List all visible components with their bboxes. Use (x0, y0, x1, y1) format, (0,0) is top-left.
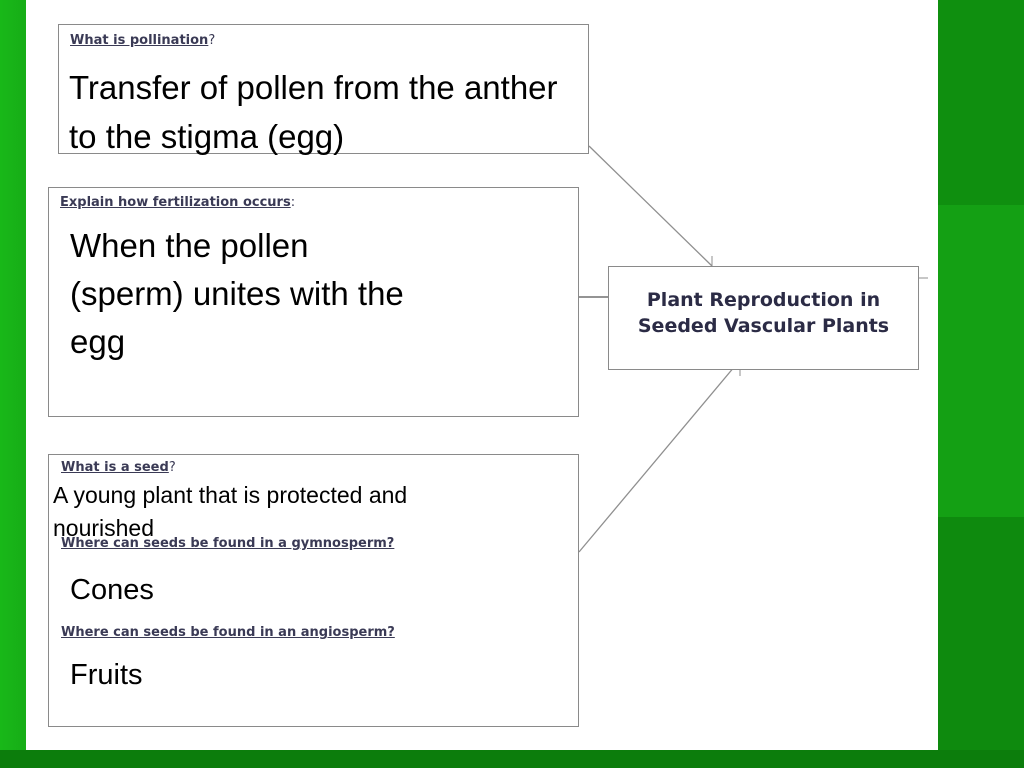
gymnosperm-question: Where can seeds be found in a gymnosperm… (61, 536, 394, 551)
connector-pollination (588, 145, 713, 267)
seed-question: What is a seed? (61, 460, 176, 475)
gymnosperm-answer: Cones (70, 574, 154, 606)
angiosperm-question: Where can seeds be found in an angiosper… (61, 625, 395, 640)
connector-seed (578, 359, 741, 553)
pollination-question: What is pollination? (70, 33, 215, 48)
seed-box: What is a seed? A young plant that is pr… (48, 454, 579, 727)
fertilization-question: Explain how fertilization occurs: (60, 195, 295, 210)
background-stripe (938, 517, 1024, 768)
gymnosperm-question-text: Where can seeds be found in a gymnosperm… (61, 536, 395, 551)
background-stripe (938, 0, 1024, 205)
seed-question-punct: ? (168, 460, 176, 475)
angiosperm-answer: Fruits (70, 659, 143, 691)
background-band (0, 750, 1024, 768)
fertilization-question-punct: : (290, 195, 296, 210)
pollination-answer: Transfer of pollen from the anther to th… (69, 69, 558, 155)
seed-answer: A young plant that is protected and nour… (53, 482, 408, 541)
seed-question-text: What is a seed (61, 460, 169, 475)
fertilization-box: Explain how fertilization occurs: When t… (48, 187, 579, 417)
central-topic-title: Plant Reproduction in Seeded Vascular Pl… (637, 289, 890, 337)
central-topic-box: Plant Reproduction in Seeded Vascular Pl… (608, 266, 919, 370)
pollination-box: What is pollination? Transfer of pollen … (58, 24, 589, 155)
angiosperm-question-text: Where can seeds be found in an angiosper… (61, 625, 395, 640)
pollination-question-punct: ? (208, 33, 216, 48)
pollination-question-text: What is pollination (70, 33, 209, 48)
background-stripe (938, 205, 1024, 517)
fertilization-answer: When the pollen (sperm) unites with the … (70, 227, 404, 360)
fertilization-question-text: Explain how fertilization occurs (60, 195, 291, 210)
